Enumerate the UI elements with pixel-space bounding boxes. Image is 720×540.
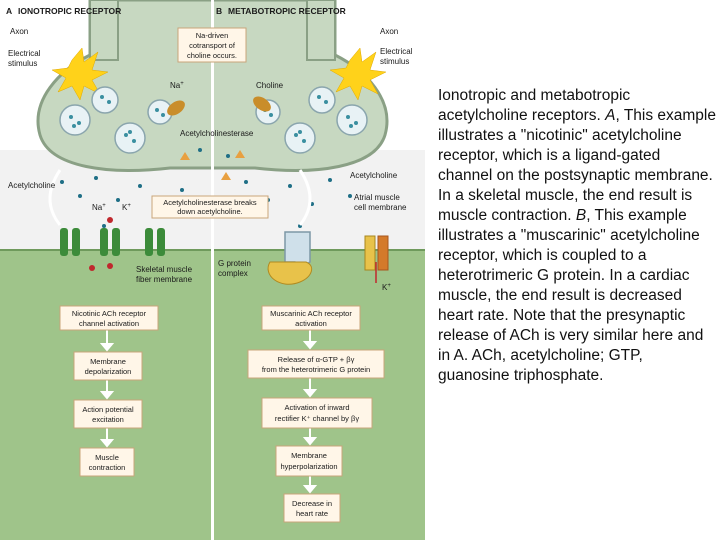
caption-a-letter: A bbox=[605, 107, 616, 124]
svg-text:hyperpolarization: hyperpolarization bbox=[280, 462, 337, 471]
cotransport-text-3: choline occurs. bbox=[187, 51, 237, 60]
cotransport-text-1: Na-driven bbox=[196, 31, 229, 40]
panel-a-title: IONOTROPIC RECEPTOR bbox=[18, 6, 121, 16]
acetylcholine-receptor-figure: A IONOTROPIC RECEPTOR B METABOTROPIC REC… bbox=[0, 0, 425, 540]
skeletal-membrane-2: fiber membrane bbox=[136, 275, 193, 284]
k-channel bbox=[364, 235, 389, 271]
atrial-membrane-1: Atrial muscle bbox=[354, 193, 400, 202]
electrical-stimulus-a-1: Electrical bbox=[8, 49, 41, 58]
svg-text:Nicotinic ACh receptor: Nicotinic ACh receptor bbox=[72, 309, 147, 318]
caption-b-letter: B bbox=[575, 207, 587, 224]
atrial-membrane-2: cell membrane bbox=[354, 203, 407, 212]
cotransport-box bbox=[177, 27, 247, 63]
acetylcholine-label-b: Acetylcholine bbox=[350, 171, 398, 180]
flow-box-b-4: Membrane hyperpolarization bbox=[275, 445, 343, 477]
receptor-ions bbox=[89, 217, 113, 271]
svg-text:Decrease in: Decrease in bbox=[292, 499, 332, 508]
breakdown-box bbox=[151, 195, 269, 219]
flow-box-b-3: Activation of inward rectifier K⁺ channe… bbox=[261, 397, 373, 429]
g-protein-label-1: G protein bbox=[218, 259, 251, 268]
g-protein-complex bbox=[267, 261, 313, 285]
acetate-fragments bbox=[180, 150, 245, 180]
flow-box-a-2: Membrane depolarization bbox=[73, 351, 143, 381]
acetylcholine-label-a: Acetylcholine bbox=[8, 181, 56, 190]
flow-arrows-b bbox=[302, 330, 318, 494]
flow-box-a-3: Action potential excitation bbox=[73, 399, 143, 429]
svg-text:Membrane: Membrane bbox=[90, 357, 126, 366]
svg-text:activation: activation bbox=[295, 319, 327, 328]
svg-text:heart rate: heart rate bbox=[296, 509, 328, 518]
flow-box-b-1: Muscarinic ACh receptor activation bbox=[261, 305, 361, 331]
flow-box-b-2: Release of α-GTP + βγ from the heterotri… bbox=[247, 349, 385, 379]
breakdown-text-1: Acetylcholinesterase breaks bbox=[163, 198, 257, 207]
svg-text:Muscarinic ACh receptor: Muscarinic ACh receptor bbox=[270, 309, 352, 318]
svg-text:contraction: contraction bbox=[89, 463, 126, 472]
caption-part-3: , This example illustrates a "muscarinic… bbox=[438, 207, 704, 384]
reuptake-arrow-a bbox=[48, 169, 62, 226]
choline-label: Choline bbox=[256, 81, 284, 90]
k-ion-label-a: K+ bbox=[122, 203, 131, 212]
na-ion-label: Na+ bbox=[92, 203, 106, 212]
axon-a bbox=[89, 0, 119, 61]
axon-b bbox=[306, 0, 336, 61]
esterase-label: Acetylcholinesterase bbox=[180, 129, 254, 138]
choline-transporter-b bbox=[253, 96, 271, 112]
acetylcholine-molecules bbox=[60, 148, 352, 228]
cotransport-text-2: cotransport of bbox=[189, 41, 236, 50]
nicotinic-receptors bbox=[60, 228, 165, 256]
skeletal-membrane-1: Skeletal muscle bbox=[136, 265, 193, 274]
panel-a-letter: A bbox=[6, 6, 12, 16]
reuptake-arrow-b bbox=[298, 169, 312, 226]
figure-caption: Ionotropic and metabotropic acetylcholin… bbox=[438, 86, 716, 386]
flow-box-a-1: Nicotinic ACh receptor channel activatio… bbox=[59, 305, 159, 331]
spark-a bbox=[51, 47, 109, 101]
flow-box-a-4: Muscle contraction bbox=[79, 447, 135, 477]
breakdown-text-2: down acetylcholine. bbox=[177, 207, 242, 216]
caption-part-2: , This example illustrates a "nicotinic"… bbox=[438, 107, 716, 224]
electrical-stimulus-b-2: stimulus bbox=[380, 57, 409, 66]
panel-b-letter: B bbox=[216, 6, 222, 16]
na-label: Na+ bbox=[170, 81, 184, 90]
choline-transporter-a bbox=[167, 100, 185, 116]
spark-b bbox=[329, 47, 387, 101]
svg-text:channel activation: channel activation bbox=[79, 319, 139, 328]
svg-text:from the heterotrimeric G prot: from the heterotrimeric G protein bbox=[262, 365, 370, 374]
electrical-stimulus-a-2: stimulus bbox=[8, 59, 37, 68]
electrical-stimulus-b-1: Electrical bbox=[380, 47, 413, 56]
g-protein-label-2: complex bbox=[218, 269, 248, 278]
panel-b-title: METABOTROPIC RECEPTOR bbox=[228, 6, 346, 16]
caption-part-1: Ionotropic and metabotropic acetylcholin… bbox=[438, 87, 631, 124]
axon-label-b: Axon bbox=[380, 27, 398, 36]
svg-text:excitation: excitation bbox=[92, 415, 124, 424]
flow-box-b-5: Decrease in heart rate bbox=[283, 493, 341, 523]
axon-label-a: Axon bbox=[10, 27, 28, 36]
vesicles bbox=[59, 86, 368, 154]
svg-text:rectifier K⁺ channel by βγ: rectifier K⁺ channel by βγ bbox=[275, 414, 359, 423]
svg-text:Muscle: Muscle bbox=[95, 453, 119, 462]
svg-text:Action potential: Action potential bbox=[82, 405, 134, 414]
flow-arrows-a bbox=[99, 330, 115, 448]
svg-text:Membrane: Membrane bbox=[291, 451, 327, 460]
svg-text:depolarization: depolarization bbox=[85, 367, 132, 376]
svg-text:Release of α-GTP + βγ: Release of α-GTP + βγ bbox=[278, 355, 355, 364]
k-ion-label-b: K+ bbox=[382, 283, 391, 292]
svg-text:Activation of inward: Activation of inward bbox=[284, 403, 349, 412]
